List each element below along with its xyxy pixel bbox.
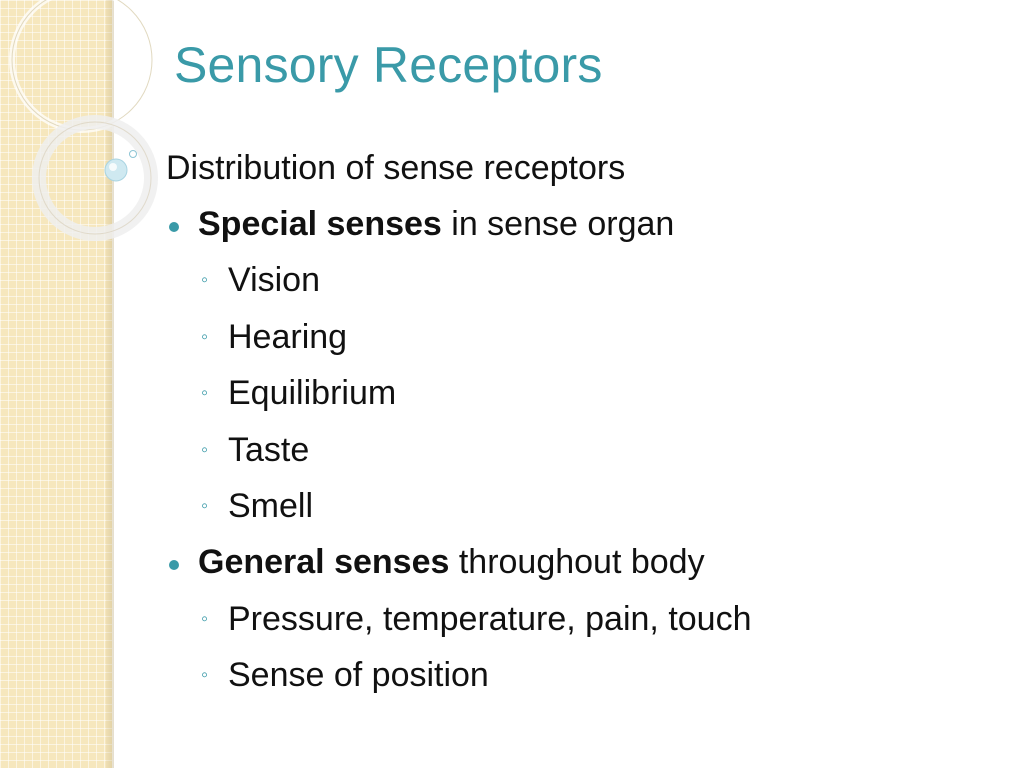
list-item: Equilibrium [228, 374, 397, 412]
group-heading-bold: Special senses [198, 205, 442, 243]
list-item: Hearing [228, 318, 348, 356]
ring-bullet-icon: ◦ [201, 439, 209, 461]
ring-bullet-icon: ◦ [201, 326, 209, 348]
list-item: Sense of position [228, 656, 489, 694]
group-heading-rest: throughout body [449, 543, 705, 581]
side-strip-edge [106, 0, 114, 768]
ring-bullet-icon: ◦ [201, 495, 209, 517]
list-item: Vision [228, 261, 320, 299]
slide-title: Sensory Receptors [174, 37, 603, 93]
group-heading-rest: in sense organ [441, 205, 675, 243]
bullet-dot-icon [169, 222, 179, 232]
bullet-dot-icon [169, 560, 179, 570]
group-heading: General senses throughout body [198, 545, 705, 579]
ring-bullet-icon: ◦ [201, 608, 209, 630]
decorative-rings [9, 0, 158, 241]
list-item: Taste [228, 431, 310, 469]
list-item: Pressure, temperature, pain, touch [228, 600, 752, 638]
ring-bullet-icon: ◦ [201, 664, 209, 686]
group-heading: Special senses in sense organ [198, 207, 674, 241]
ring-bullet-icon: ◦ [201, 382, 209, 404]
intro-text: Distribution of sense receptors [166, 149, 626, 187]
ring-bullet-icon: ◦ [201, 269, 209, 291]
list-item: Smell [228, 487, 314, 525]
group-heading-bold: General senses [198, 543, 450, 581]
